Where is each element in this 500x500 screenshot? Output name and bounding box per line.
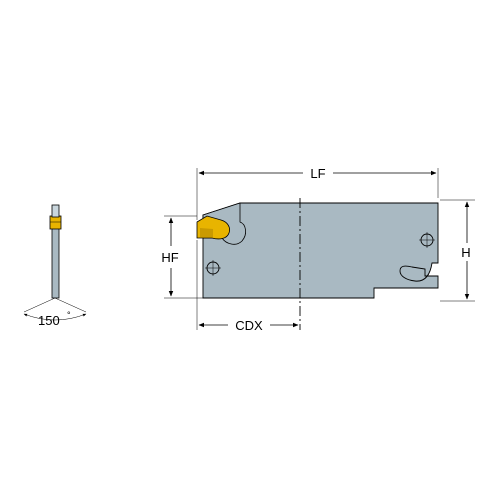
- angle-arc: [23, 313, 87, 321]
- dimension-h: H: [440, 199, 475, 302]
- side-view: 150 °: [23, 204, 87, 328]
- dimension-cdx: CDX: [196, 240, 299, 333]
- side-view-blade: [51, 225, 60, 299]
- dimension-cdx-label: CDX: [235, 318, 263, 333]
- side-view-insert: [49, 215, 62, 230]
- angle-line-left: [23, 297, 56, 313]
- dimension-hf: HF: [161, 215, 203, 299]
- dimension-lf: LF: [196, 166, 439, 220]
- dimension-h-label: H: [461, 245, 470, 260]
- angle-degree-mark: °: [67, 310, 71, 320]
- side-view-insert-tip: [51, 204, 60, 218]
- hole-right: [419, 232, 435, 248]
- dimension-hf-label: HF: [161, 250, 178, 265]
- hole-left: [205, 260, 221, 276]
- insert-shadow: [200, 228, 213, 237]
- dimension-lf-label: LF: [310, 166, 325, 181]
- front-view: [196, 198, 439, 330]
- angle-label: 150: [38, 313, 60, 328]
- angle-line-right: [54, 297, 87, 313]
- blade-body: [202, 202, 439, 299]
